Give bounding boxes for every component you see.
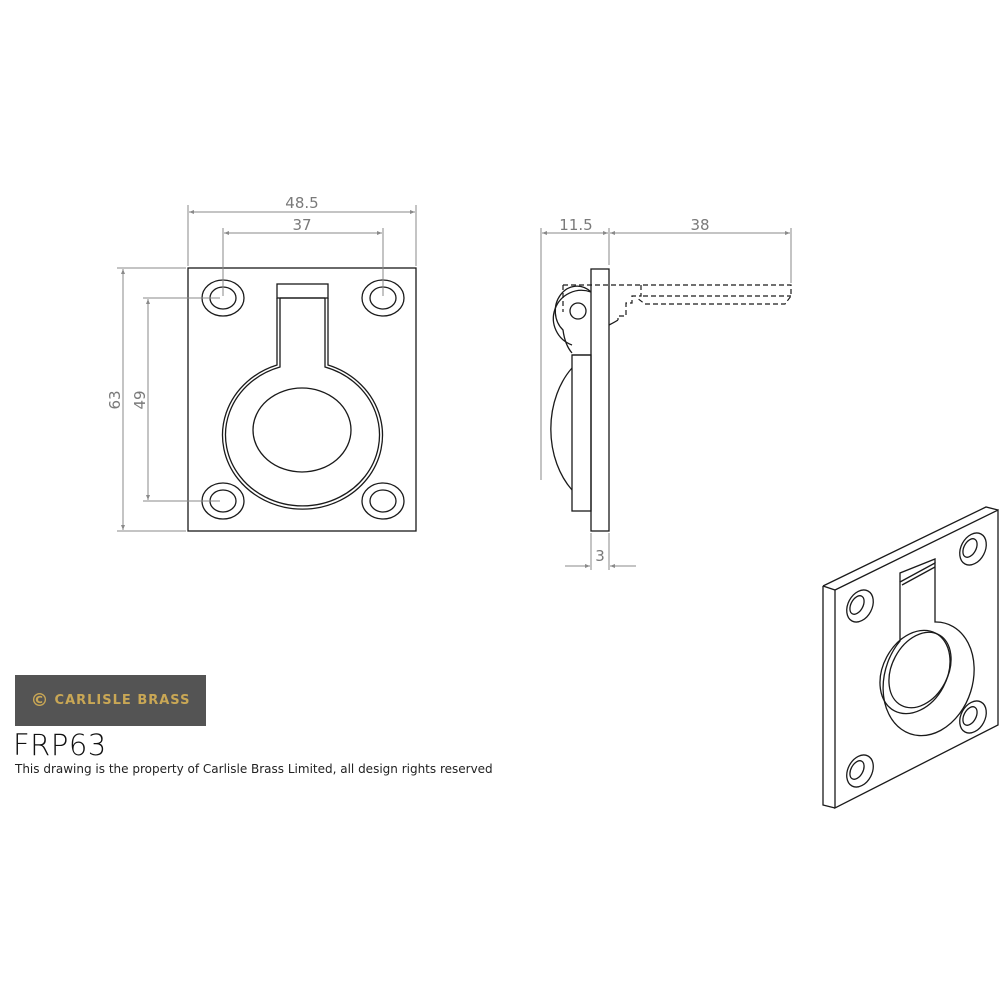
brand-name: CARLISLE BRASS <box>54 693 191 708</box>
product-code: FRP63 <box>13 728 107 762</box>
iso-hole-tl <box>846 589 874 623</box>
iso-hole-br <box>959 700 987 734</box>
dim-overall-width: 48.5 <box>285 194 318 212</box>
copyright-notice: This drawing is the property of Carlisle… <box>15 762 493 776</box>
dim-ring-extended: 38 <box>690 216 709 234</box>
dim-ring-projection: 11.5 <box>559 216 592 234</box>
flush-ring <box>221 283 384 510</box>
iso-hole-bl <box>846 754 874 788</box>
iso-hole-tr <box>959 532 987 566</box>
dim-overall-height: 63 <box>106 390 124 409</box>
carlisle-c-icon: © <box>30 690 49 711</box>
dim-plate-thickness: 3 <box>595 547 605 565</box>
screw-hole-bottom-right <box>361 482 405 520</box>
dim-hole-centres-vertical: 49 <box>131 390 149 409</box>
side-view: 11.5 38 3 <box>540 216 792 570</box>
brand-logo: © CARLISLE BRASS <box>15 675 206 726</box>
isometric-view <box>822 506 999 810</box>
front-view: 48.5 37 63 49 <box>106 194 417 532</box>
dim-hole-centres-horizontal: 37 <box>292 216 311 234</box>
